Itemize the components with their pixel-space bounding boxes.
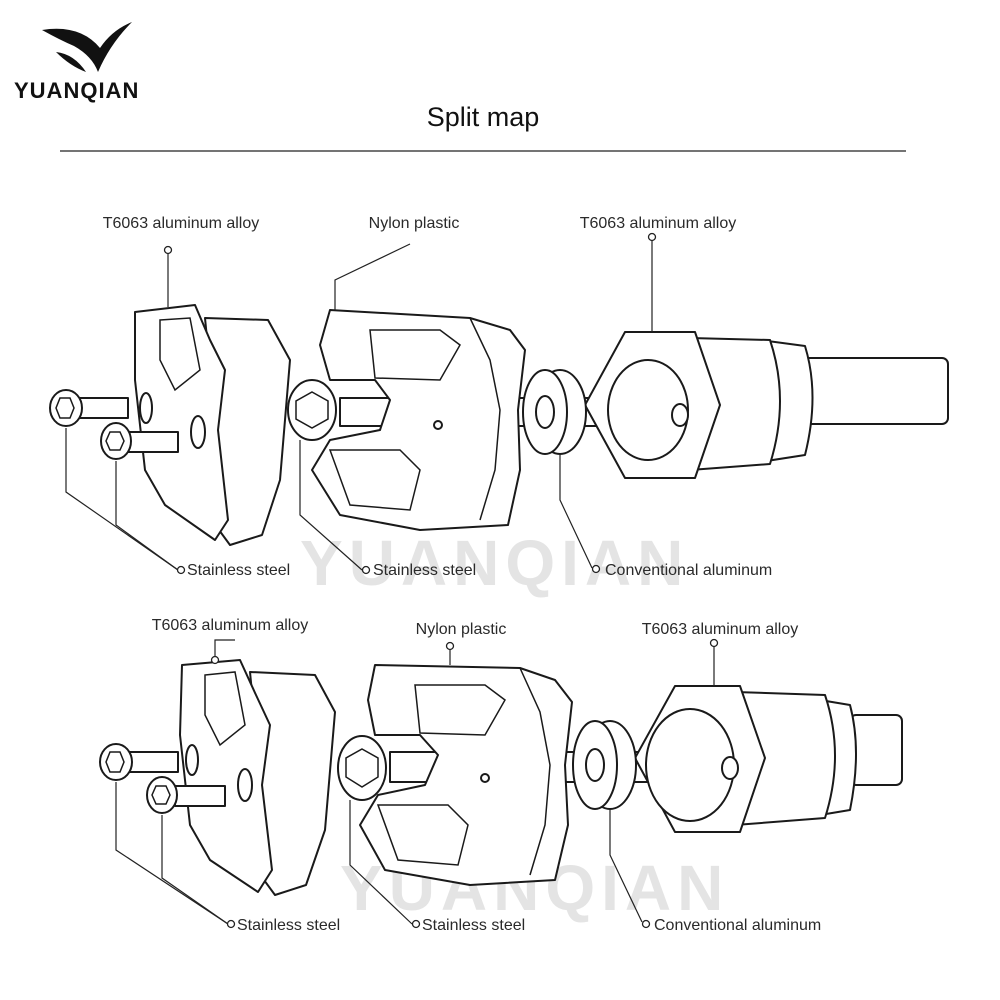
- label-top-left-alloy: T6063 aluminum alloy: [103, 215, 260, 232]
- nylon-clamp: [337, 664, 573, 886]
- label-bottom-spacer: Conventional aluminum: [654, 917, 821, 934]
- label-bottom-nylon: Nylon plastic: [416, 621, 507, 638]
- bolt-lower: [100, 422, 179, 460]
- label-bottom-right-alloy: T6063 aluminum alloy: [642, 621, 799, 638]
- assembly-top: T6063 aluminum alloy Nylon plastic T6063…: [49, 215, 949, 579]
- brand-logo: YUANQIAN: [14, 22, 139, 103]
- bolt-lower: [146, 776, 226, 814]
- page-title: Split map: [427, 102, 540, 132]
- label-bottom-center-bolt: Stainless steel: [422, 917, 525, 934]
- housing-part: [634, 685, 903, 833]
- bolt-upper: [99, 743, 179, 781]
- label-top-center-bolt: Stainless steel: [373, 562, 476, 579]
- housing-part: [584, 331, 949, 479]
- bolt-upper: [49, 389, 129, 427]
- spacer-ring: [522, 369, 587, 455]
- aluminum-clamp: [134, 304, 291, 546]
- assembly-bottom: T6063 aluminum alloy Nylon plastic T6063…: [99, 617, 903, 934]
- label-bottom-bolts: Stainless steel: [237, 917, 340, 934]
- svg-text:YUANQIAN: YUANQIAN: [300, 527, 689, 599]
- spacer-ring: [572, 720, 637, 810]
- label-top-spacer: Conventional aluminum: [605, 562, 772, 579]
- brand-name: YUANQIAN: [14, 78, 139, 103]
- label-top-bolts: Stainless steel: [187, 562, 290, 579]
- label-top-nylon: Nylon plastic: [369, 215, 460, 232]
- nylon-clamp: [287, 309, 526, 531]
- label-bottom-left-alloy: T6063 aluminum alloy: [152, 617, 309, 634]
- label-top-right-alloy: T6063 aluminum alloy: [580, 215, 737, 232]
- aluminum-clamp: [179, 659, 336, 896]
